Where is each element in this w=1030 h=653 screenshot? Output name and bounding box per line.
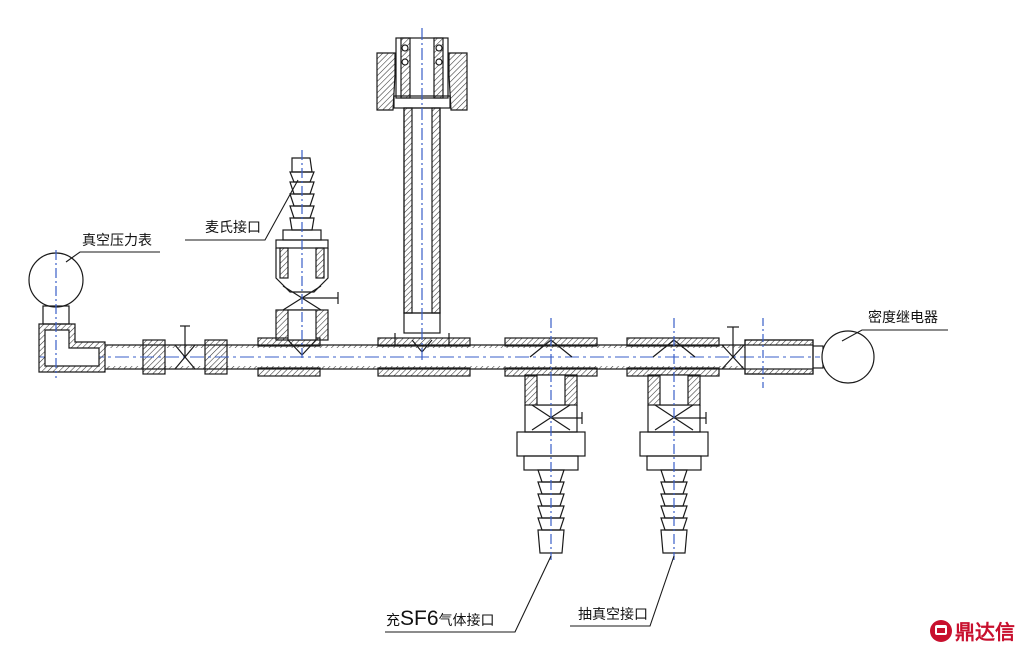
vacuum-gauge-assembly bbox=[28, 250, 106, 378]
label-vacuum-gauge: 真空压力表 bbox=[82, 233, 152, 249]
brand-text: 鼎达信 bbox=[955, 620, 1015, 644]
label-sf6-port: 充 SF6 气体接口 bbox=[386, 608, 495, 629]
right-valve bbox=[721, 326, 745, 370]
label-vacuum-port: 抽真空接口 bbox=[578, 607, 648, 623]
label-density-relay: 密度继电器 bbox=[868, 310, 938, 326]
left-valve bbox=[174, 325, 196, 370]
leader-lines bbox=[65, 179, 948, 633]
sf6-port-assembly bbox=[516, 318, 586, 560]
label-sf6-prefix: 充 bbox=[386, 613, 400, 629]
label-sf6-suffix: 气体接口 bbox=[438, 613, 495, 629]
brand-logo-icon bbox=[930, 619, 952, 642]
label-sf6-main: SF6 bbox=[400, 607, 439, 630]
density-relay-assembly bbox=[744, 318, 875, 388]
brand-watermark: 鼎达信 bbox=[930, 616, 1015, 645]
mcleod-port-assembly bbox=[275, 150, 339, 360]
top-vertical-fitting bbox=[376, 28, 468, 360]
label-mcleod-port: 麦氏接口 bbox=[205, 220, 261, 236]
vacuum-port-assembly bbox=[639, 318, 709, 560]
